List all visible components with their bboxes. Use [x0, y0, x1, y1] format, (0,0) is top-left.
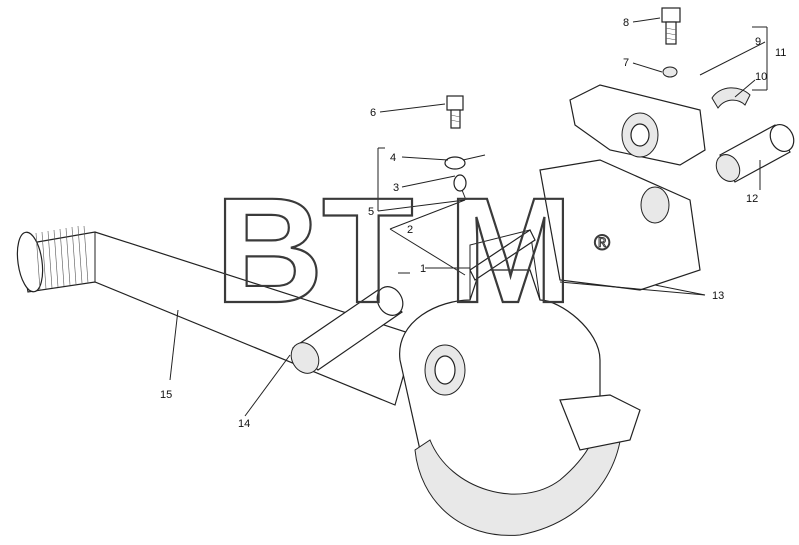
callout-1: 1	[420, 263, 426, 275]
callout-2: 2	[407, 224, 413, 236]
watermark-letter-m: M	[448, 166, 573, 334]
callout-4: 4	[390, 152, 396, 164]
part-8-bolt	[661, 7, 681, 45]
part-7-nut	[662, 66, 678, 78]
parts-1-5-pin-assembly	[444, 154, 536, 281]
callout-11: 11	[775, 47, 786, 59]
callout-12: 12	[746, 193, 758, 205]
part-9-lever	[569, 84, 706, 166]
callout-6: 6	[370, 107, 376, 119]
leader-lines	[169, 17, 768, 417]
part-14-pin	[290, 286, 404, 374]
watermark-registered-mark: ®	[594, 230, 610, 255]
callout-14: 14	[238, 418, 250, 430]
callout-13: 13	[712, 290, 724, 302]
part-10-half-shell	[711, 87, 751, 109]
watermark-letter-b: B	[215, 166, 323, 334]
part-6-bolt	[446, 95, 464, 129]
callout-7: 7	[623, 57, 629, 69]
callout-labels: 1 2 3 4 5 6 7 8 9 10 11 12 13 14 15	[160, 17, 786, 430]
callout-5: 5	[368, 206, 374, 218]
watermark-letter-t: T	[322, 166, 414, 334]
part-13-coupling-hook	[399, 159, 706, 536]
callout-8: 8	[623, 17, 629, 29]
callout-9: 9	[755, 36, 761, 48]
part-12-sleeve	[715, 124, 795, 183]
callout-15: 15	[160, 389, 172, 401]
callout-3: 3	[393, 182, 399, 194]
callout-10: 10	[755, 71, 767, 83]
btm-watermark-logo: B T M ®	[214, 165, 611, 335]
